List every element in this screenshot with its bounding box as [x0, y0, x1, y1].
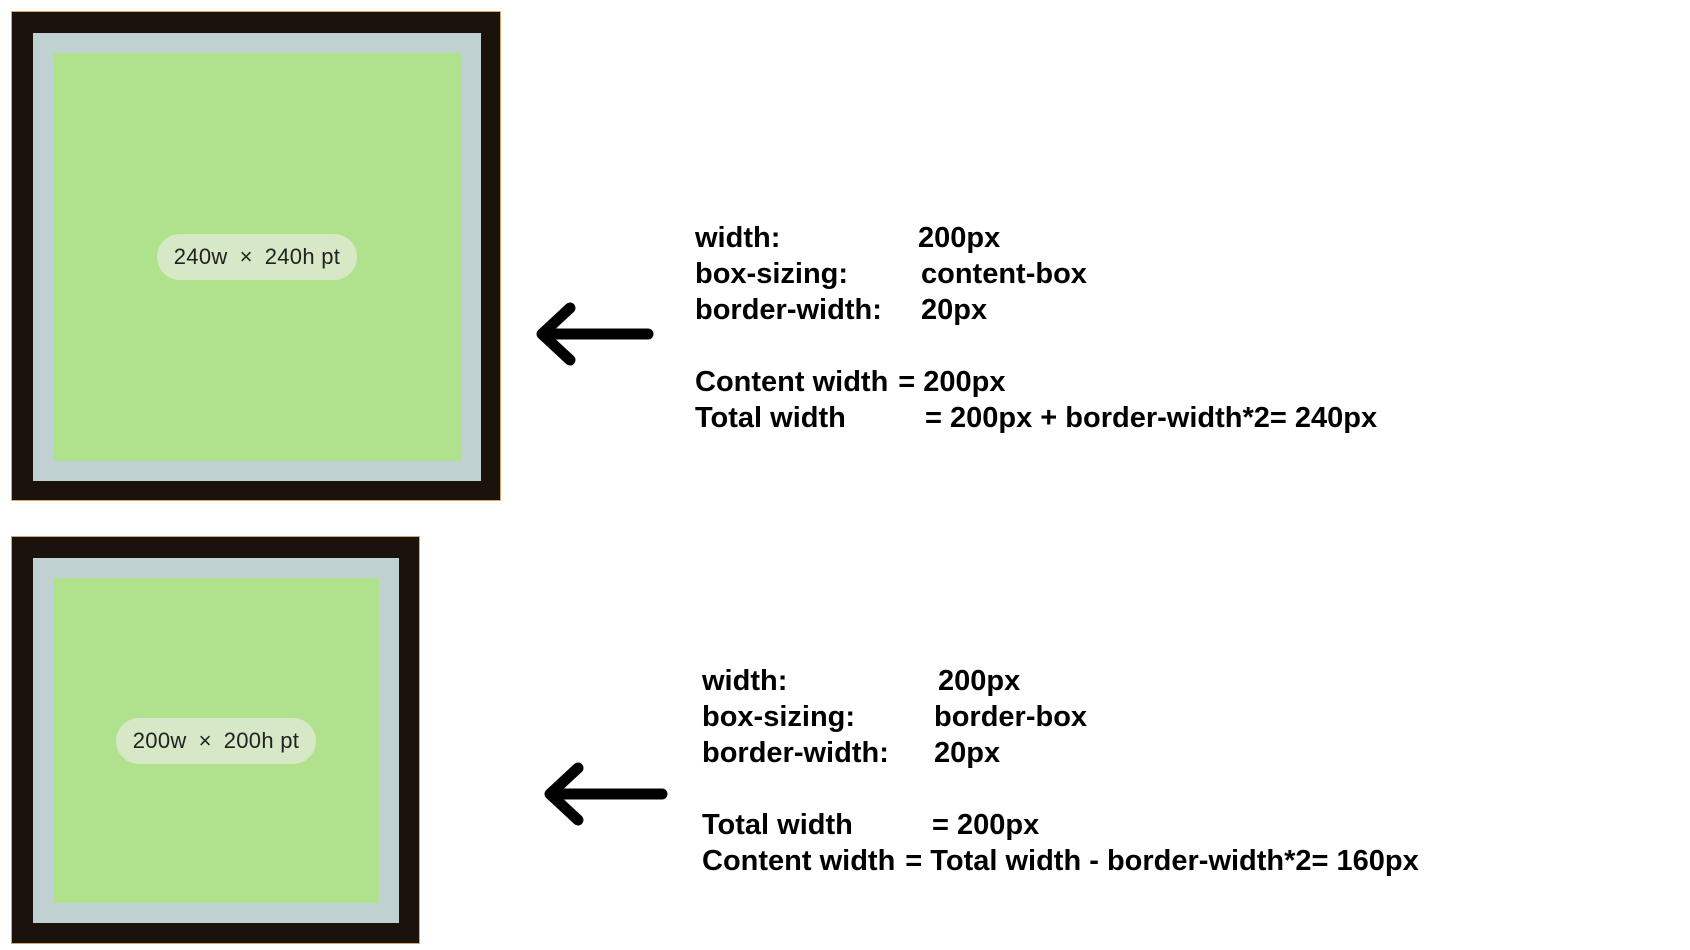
formula-row: Content width = 200px — [695, 364, 1377, 400]
dimension-label: 240w × 240h pt — [156, 234, 358, 280]
dimension-width: 240w — [173, 244, 228, 269]
dimension-height: 240h pt — [264, 244, 341, 269]
formula-value: = Total width - border-width*2= 160px — [905, 845, 1419, 877]
formula-key: Total width — [702, 809, 853, 841]
content-box-notes: width: 200px box-sizing: content-box bor… — [695, 220, 1377, 436]
prop-value: 200px — [938, 665, 1021, 697]
border-box-diagram: 200w × 200h pt — [11, 536, 420, 944]
prop-row: border-width: 20px — [695, 292, 1377, 328]
prop-key: border-width: — [695, 294, 882, 326]
prop-row: box-sizing: content-box — [695, 256, 1377, 292]
padding-area: 200w × 200h pt — [33, 558, 399, 923]
prop-key: box-sizing: — [702, 701, 856, 733]
formula-value: = 200px — [898, 366, 1006, 398]
prop-value: border-box — [934, 701, 1088, 733]
arrow-left-icon — [536, 302, 654, 366]
prop-key: border-width: — [702, 737, 889, 769]
formula-key: Total width — [695, 402, 846, 434]
formula-row: Content width = Total width - border-wid… — [702, 843, 1419, 879]
prop-value: 200px — [918, 222, 1001, 254]
formula-value: = 200px + border-width*2= 240px — [925, 402, 1378, 434]
dimension-label: 200w × 200h pt — [115, 717, 317, 764]
padding-area: 240w × 240h pt — [33, 33, 481, 481]
prop-row: border-width: 20px — [702, 735, 1419, 771]
prop-key: box-sizing: — [695, 258, 849, 290]
formula-row: Total width = 200px — [702, 807, 1419, 843]
prop-key: width: — [695, 222, 781, 254]
dimension-separator: × — [239, 244, 253, 269]
content-area: 240w × 240h pt — [53, 53, 461, 461]
formula-key: Content width — [695, 366, 889, 398]
dimension-height: 200h pt — [223, 727, 300, 753]
prop-value: content-box — [921, 258, 1087, 290]
prop-key: width: — [702, 665, 788, 697]
prop-row: width: 200px — [695, 220, 1377, 256]
formula-value: = 200px — [932, 809, 1040, 841]
prop-row: box-sizing: border-box — [702, 699, 1419, 735]
prop-row: width: 200px — [702, 663, 1419, 699]
border-box-notes: width: 200px box-sizing: border-box bord… — [702, 663, 1419, 879]
dimension-width: 200w — [132, 727, 187, 753]
content-box-diagram: 240w × 240h pt — [11, 11, 501, 501]
arrow-left-icon — [544, 762, 668, 826]
formula-row: Total width = 200px + border-width*2= 24… — [695, 400, 1377, 436]
content-area: 200w × 200h pt — [53, 578, 379, 903]
prop-value: 20px — [921, 294, 988, 326]
prop-value: 20px — [934, 737, 1001, 769]
dimension-separator: × — [198, 727, 212, 753]
formula-key: Content width — [702, 845, 896, 877]
